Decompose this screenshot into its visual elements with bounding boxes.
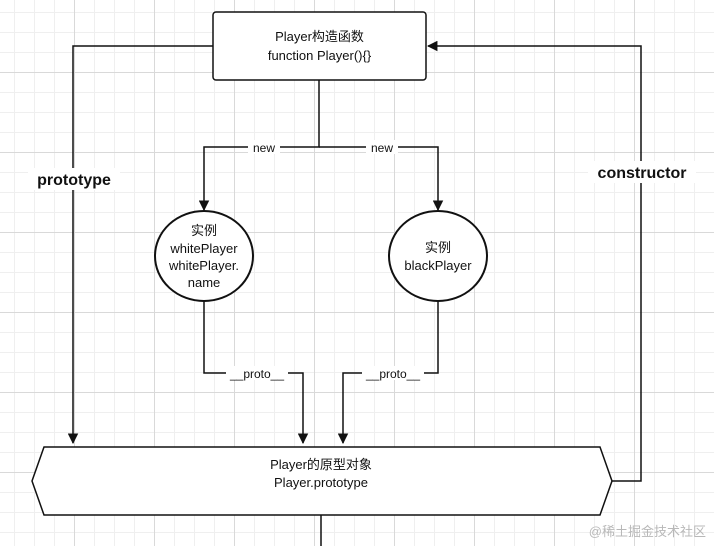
prototype-edge-group: prototype (28, 45, 213, 445)
instance-black-line1: 实例 (425, 240, 451, 255)
instance-white-line1: 实例 (191, 223, 217, 238)
watermark-text: @稀土掘金技术社区 (588, 524, 706, 539)
proto-left-label: __proto__ (229, 367, 284, 381)
constructor-edge-group: constructor (426, 40, 696, 482)
proto-right-label-bg (362, 366, 424, 380)
instance-white-line2: whitePlayer (169, 241, 238, 256)
prototype-label: prototype (37, 172, 111, 189)
new-left-label-bg (248, 140, 280, 154)
instance-black-node[interactable]: 实例 blackPlayer (388, 210, 488, 302)
prototype-label-bg (28, 168, 120, 190)
constructor-label-bg (588, 161, 696, 183)
proto-right-label: __proto__ (365, 367, 420, 381)
prototype-edge (67, 45, 213, 445)
instance-white-line3: whitePlayer. (168, 258, 239, 273)
new-left-label: new (253, 141, 275, 155)
prototype-object-line1: Player的原型对象 (270, 457, 372, 472)
constructor-node-line1: Player构造函数 (275, 29, 364, 44)
instance-white-line4: name (188, 275, 221, 290)
constructor-node-line2: function Player(){} (268, 48, 372, 63)
new-edges: new new (198, 80, 444, 212)
new-edge-right (319, 146, 444, 212)
proto-left-label-bg (226, 366, 288, 380)
proto-edges: __proto__ __proto__ (203, 301, 439, 445)
instance-white-node[interactable]: 实例 whitePlayer whitePlayer. name (154, 210, 254, 302)
constructor-label: constructor (598, 165, 687, 182)
constructor-edge (426, 40, 642, 482)
constructor-node[interactable]: Player构造函数 function Player(){} (212, 11, 427, 81)
prototype-object-node[interactable]: Player的原型对象 Player.prototype (31, 446, 613, 516)
instance-black-line2: blackPlayer (404, 258, 472, 273)
new-right-label: new (371, 141, 393, 155)
prototype-object-line2: Player.prototype (274, 475, 368, 490)
new-right-label-bg (366, 140, 398, 154)
